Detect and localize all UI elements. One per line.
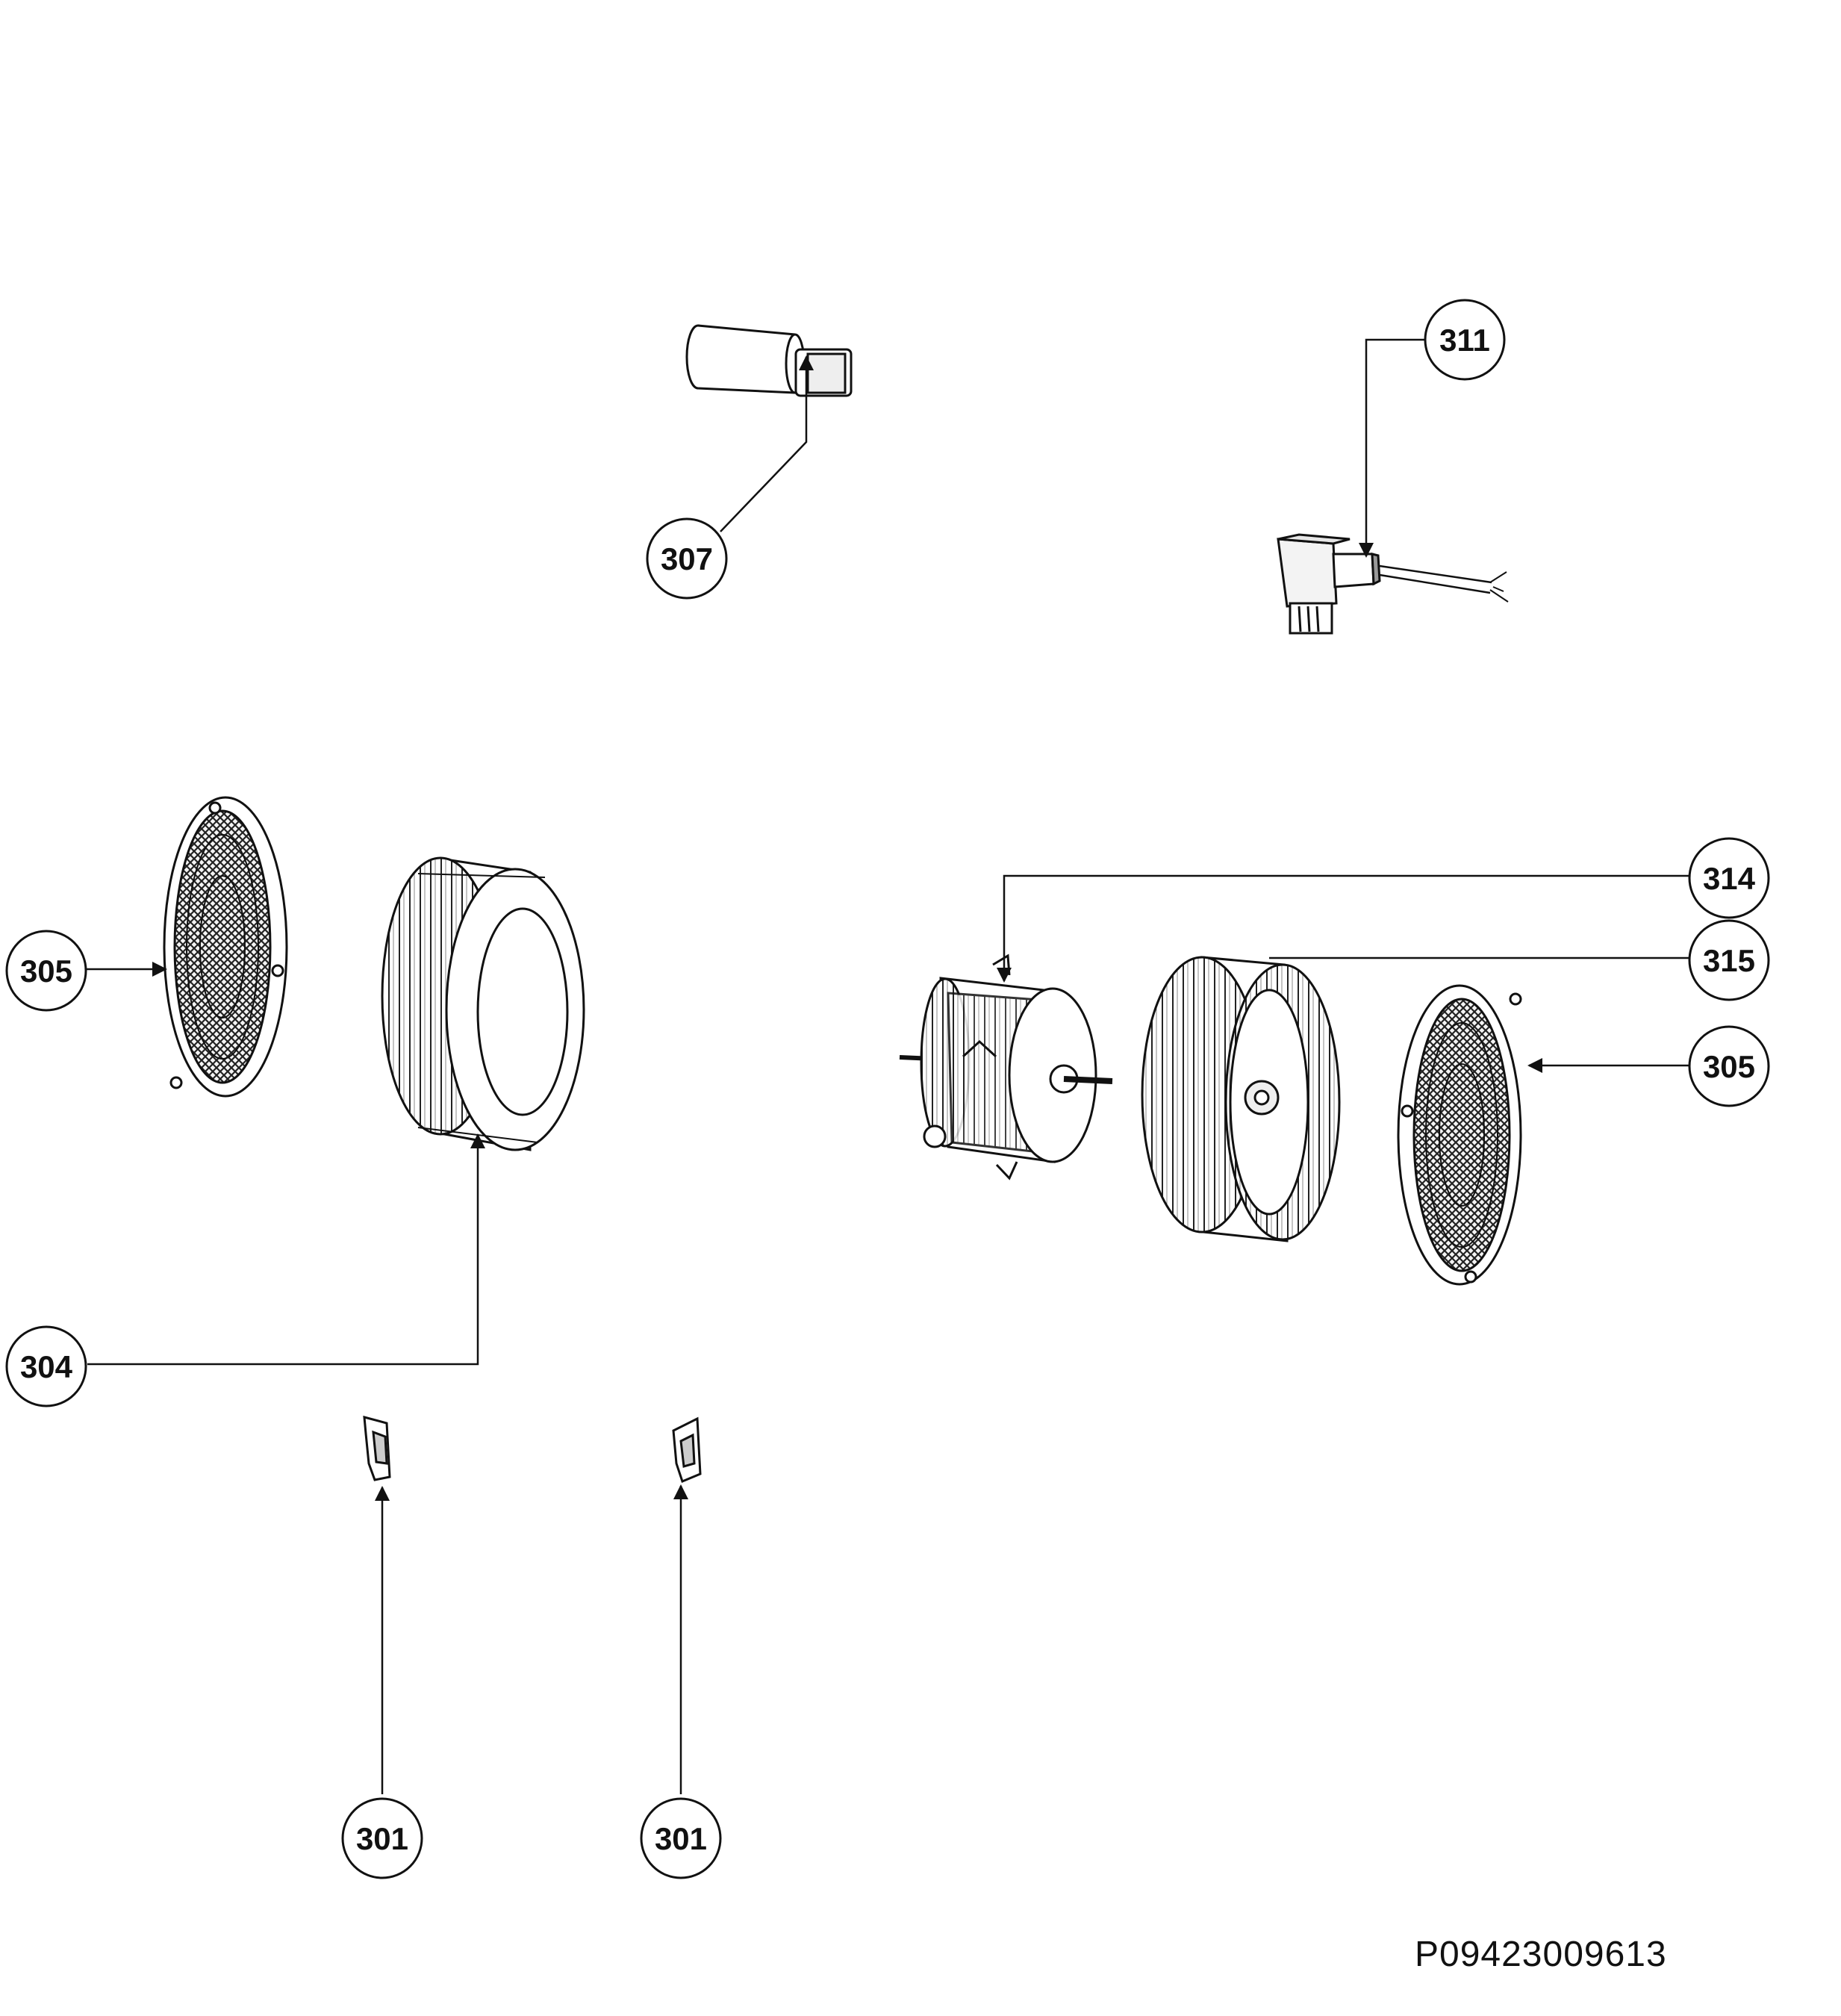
right-blower-wheel-part [1141,956,1341,1242]
leader-lines [86,338,1689,1794]
callout-305-right[interactable]: 305 [1688,1025,1770,1107]
leader-304 [87,1133,485,1366]
document-number: P09423009613 [1415,1935,1667,1974]
callout-305-left[interactable]: 305 [5,930,87,1012]
callout-314-label: 314 [1703,861,1756,896]
callout-305-right-label: 305 [1703,1049,1755,1084]
right-grille-part [1397,984,1522,1286]
left-grille-part [163,796,288,1098]
callout-311[interactable]: 311 [1424,299,1506,381]
fan-motor-part [899,953,1113,1180]
callout-304-label: 304 [20,1349,73,1384]
leader-307 [720,355,814,532]
capacitor-part [685,324,853,397]
right-clip-part [672,1416,702,1484]
callout-311-label: 311 [1439,323,1490,358]
callout-315-label: 315 [1703,943,1755,978]
leader-314 [997,874,1689,983]
callout-304[interactable]: 304 [5,1325,87,1407]
leader-311 [1359,338,1424,558]
callout-315[interactable]: 315 [1688,919,1770,1001]
left-clip-part [363,1415,391,1481]
left-blower-wheel-part [381,856,585,1151]
callout-305-left-label: 305 [20,953,72,989]
callout-314[interactable]: 314 [1688,837,1770,919]
callout-301-right[interactable]: 301 [640,1797,722,1879]
power-connector-part [1277,533,1509,635]
callout-307[interactable]: 307 [646,517,728,600]
callout-301-right-label: 301 [655,1821,707,1856]
callout-301-left-label: 301 [356,1821,408,1856]
callout-307-label: 307 [661,541,713,576]
callout-301-left[interactable]: 301 [341,1797,423,1879]
